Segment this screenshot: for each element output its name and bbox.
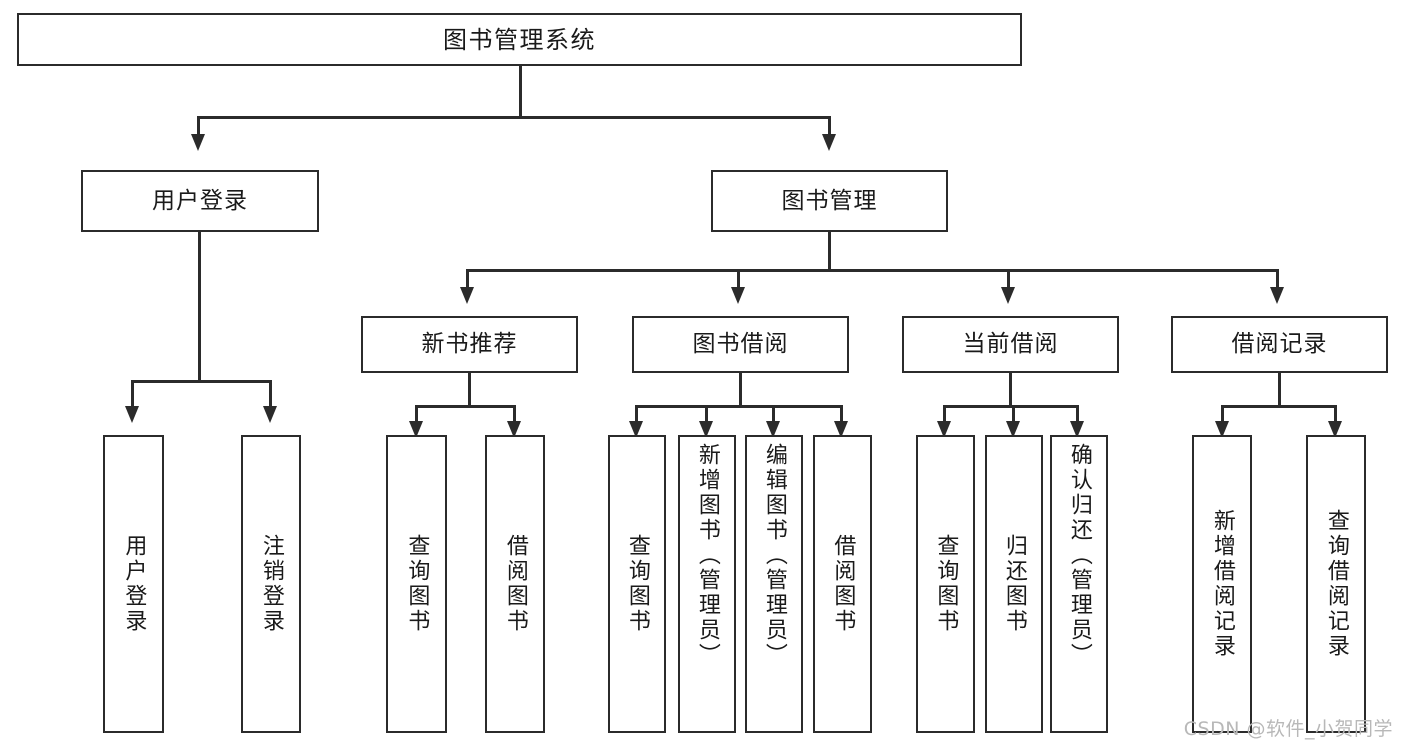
leaf-borrow-borrow-book[interactable]: 借阅图书 (813, 435, 872, 733)
connector-drop-leaf-user-login-2 (269, 380, 272, 408)
arrowhead-leaf-current-1 (937, 421, 951, 438)
node-label: 用户登录 (121, 534, 147, 634)
node-label: 新书推荐 (421, 331, 518, 358)
leaf-borrow-add-book-admin[interactable]: 新增图书（管理员） (678, 435, 736, 733)
connector-current-borrow-bus (943, 405, 1078, 408)
node-label: 新增图书（管理员） (694, 443, 720, 668)
connector-drop-leaf-new-book-1 (415, 405, 418, 423)
connector-drop-leaf-user-login-1 (131, 380, 134, 408)
node-label: 注销登录 (258, 534, 284, 634)
leaf-current-confirm-return-admin[interactable]: 确认归还（管理员） (1050, 435, 1108, 733)
connector-drop-current-borrow (1007, 269, 1010, 289)
node-label: 图书借阅 (692, 331, 789, 358)
node-label: 借阅图书 (502, 534, 528, 634)
connector-user-login-stem (198, 232, 201, 382)
leaf-user-login[interactable]: 用户登录 (103, 435, 164, 733)
node-label: 图书管理系统 (443, 25, 596, 54)
arrowhead-leaf-borrow-3 (766, 421, 780, 438)
arrowhead-leaf-user-login-2 (263, 406, 277, 423)
node-user-login[interactable]: 用户登录 (81, 170, 319, 232)
node-label: 查询图书 (624, 534, 650, 634)
node-new-book-recommend[interactable]: 新书推荐 (361, 316, 578, 373)
connector-borrow-record-stem (1278, 373, 1281, 407)
node-label: 借阅图书 (830, 534, 856, 634)
node-label: 查询图书 (933, 534, 959, 634)
leaf-record-query[interactable]: 查询借阅记录 (1306, 435, 1366, 733)
leaf-current-return-book[interactable]: 归还图书 (985, 435, 1043, 733)
leaf-current-query-book[interactable]: 查询图书 (916, 435, 975, 733)
connector-level3-bus (466, 269, 1279, 272)
connector-new-book-stem (468, 373, 471, 407)
leaf-new-book-query[interactable]: 查询图书 (386, 435, 447, 733)
connector-drop-new-book-rec (466, 269, 469, 289)
connector-drop-leaf-borrow-1 (635, 405, 638, 423)
node-borrow-record[interactable]: 借阅记录 (1171, 316, 1388, 373)
connector-book-manage-stem (828, 232, 831, 271)
node-label: 归还图书 (1001, 534, 1027, 634)
connector-drop-borrow-record (1276, 269, 1279, 289)
connector-level1-bus (197, 116, 831, 119)
arrowhead-user-login (191, 134, 205, 151)
arrowhead-leaf-current-3 (1070, 421, 1084, 438)
arrowhead-borrow-record (1270, 287, 1284, 304)
arrowhead-book-manage (822, 134, 836, 151)
connector-drop-book-manage (828, 116, 831, 136)
arrowhead-new-book-rec (460, 287, 474, 304)
connector-drop-leaf-record-2 (1334, 405, 1337, 423)
node-label: 查询借阅记录 (1323, 509, 1349, 659)
node-label: 图书管理 (781, 187, 878, 214)
arrowhead-leaf-record-1 (1215, 421, 1229, 438)
connector-drop-leaf-current-2 (1012, 405, 1015, 423)
leaf-borrow-query-book[interactable]: 查询图书 (608, 435, 666, 733)
node-book-borrow[interactable]: 图书借阅 (632, 316, 849, 373)
connector-drop-leaf-current-3 (1076, 405, 1079, 423)
connector-book-borrow-bus (635, 405, 843, 408)
connector-drop-leaf-borrow-3 (772, 405, 775, 423)
node-root-system[interactable]: 图书管理系统 (17, 13, 1022, 66)
node-current-borrow[interactable]: 当前借阅 (902, 316, 1119, 373)
node-label: 确认归还（管理员） (1066, 443, 1092, 668)
connector-borrow-record-bus (1221, 405, 1337, 408)
arrowhead-leaf-record-2 (1328, 421, 1342, 438)
connector-new-book-bus (415, 405, 516, 408)
arrowhead-leaf-borrow-1 (629, 421, 643, 438)
arrowhead-leaf-new-book-2 (507, 421, 521, 438)
arrowhead-leaf-user-login-1 (125, 406, 139, 423)
connector-drop-leaf-current-1 (943, 405, 946, 423)
leaf-record-add[interactable]: 新增借阅记录 (1192, 435, 1252, 733)
arrowhead-leaf-borrow-2 (699, 421, 713, 438)
arrowhead-book-borrow (731, 287, 745, 304)
connector-drop-leaf-borrow-4 (840, 405, 843, 423)
node-label: 新增借阅记录 (1209, 509, 1235, 659)
leaf-new-book-borrow[interactable]: 借阅图书 (485, 435, 545, 733)
leaf-logout[interactable]: 注销登录 (241, 435, 301, 733)
connector-user-login-bus (131, 380, 270, 383)
node-book-manage[interactable]: 图书管理 (711, 170, 948, 232)
arrowhead-leaf-borrow-4 (834, 421, 848, 438)
node-label: 编辑图书（管理员） (761, 443, 787, 668)
connector-drop-leaf-borrow-2 (705, 405, 708, 423)
connector-drop-leaf-new-book-2 (513, 405, 516, 423)
leaf-borrow-edit-book-admin[interactable]: 编辑图书（管理员） (745, 435, 803, 733)
node-label: 查询图书 (404, 534, 430, 634)
connector-root-stem (519, 66, 522, 118)
connector-drop-book-borrow (737, 269, 740, 289)
arrowhead-leaf-new-book-1 (409, 421, 423, 438)
connector-book-borrow-stem (739, 373, 742, 407)
arrowhead-current-borrow (1001, 287, 1015, 304)
connector-drop-user-login (197, 116, 200, 136)
connector-current-borrow-stem (1009, 373, 1012, 407)
node-label: 借阅记录 (1231, 331, 1328, 358)
connector-drop-leaf-record-1 (1221, 405, 1224, 423)
node-label: 用户登录 (152, 187, 248, 214)
arrowhead-leaf-current-2 (1006, 421, 1020, 438)
node-label: 当前借阅 (962, 331, 1059, 358)
